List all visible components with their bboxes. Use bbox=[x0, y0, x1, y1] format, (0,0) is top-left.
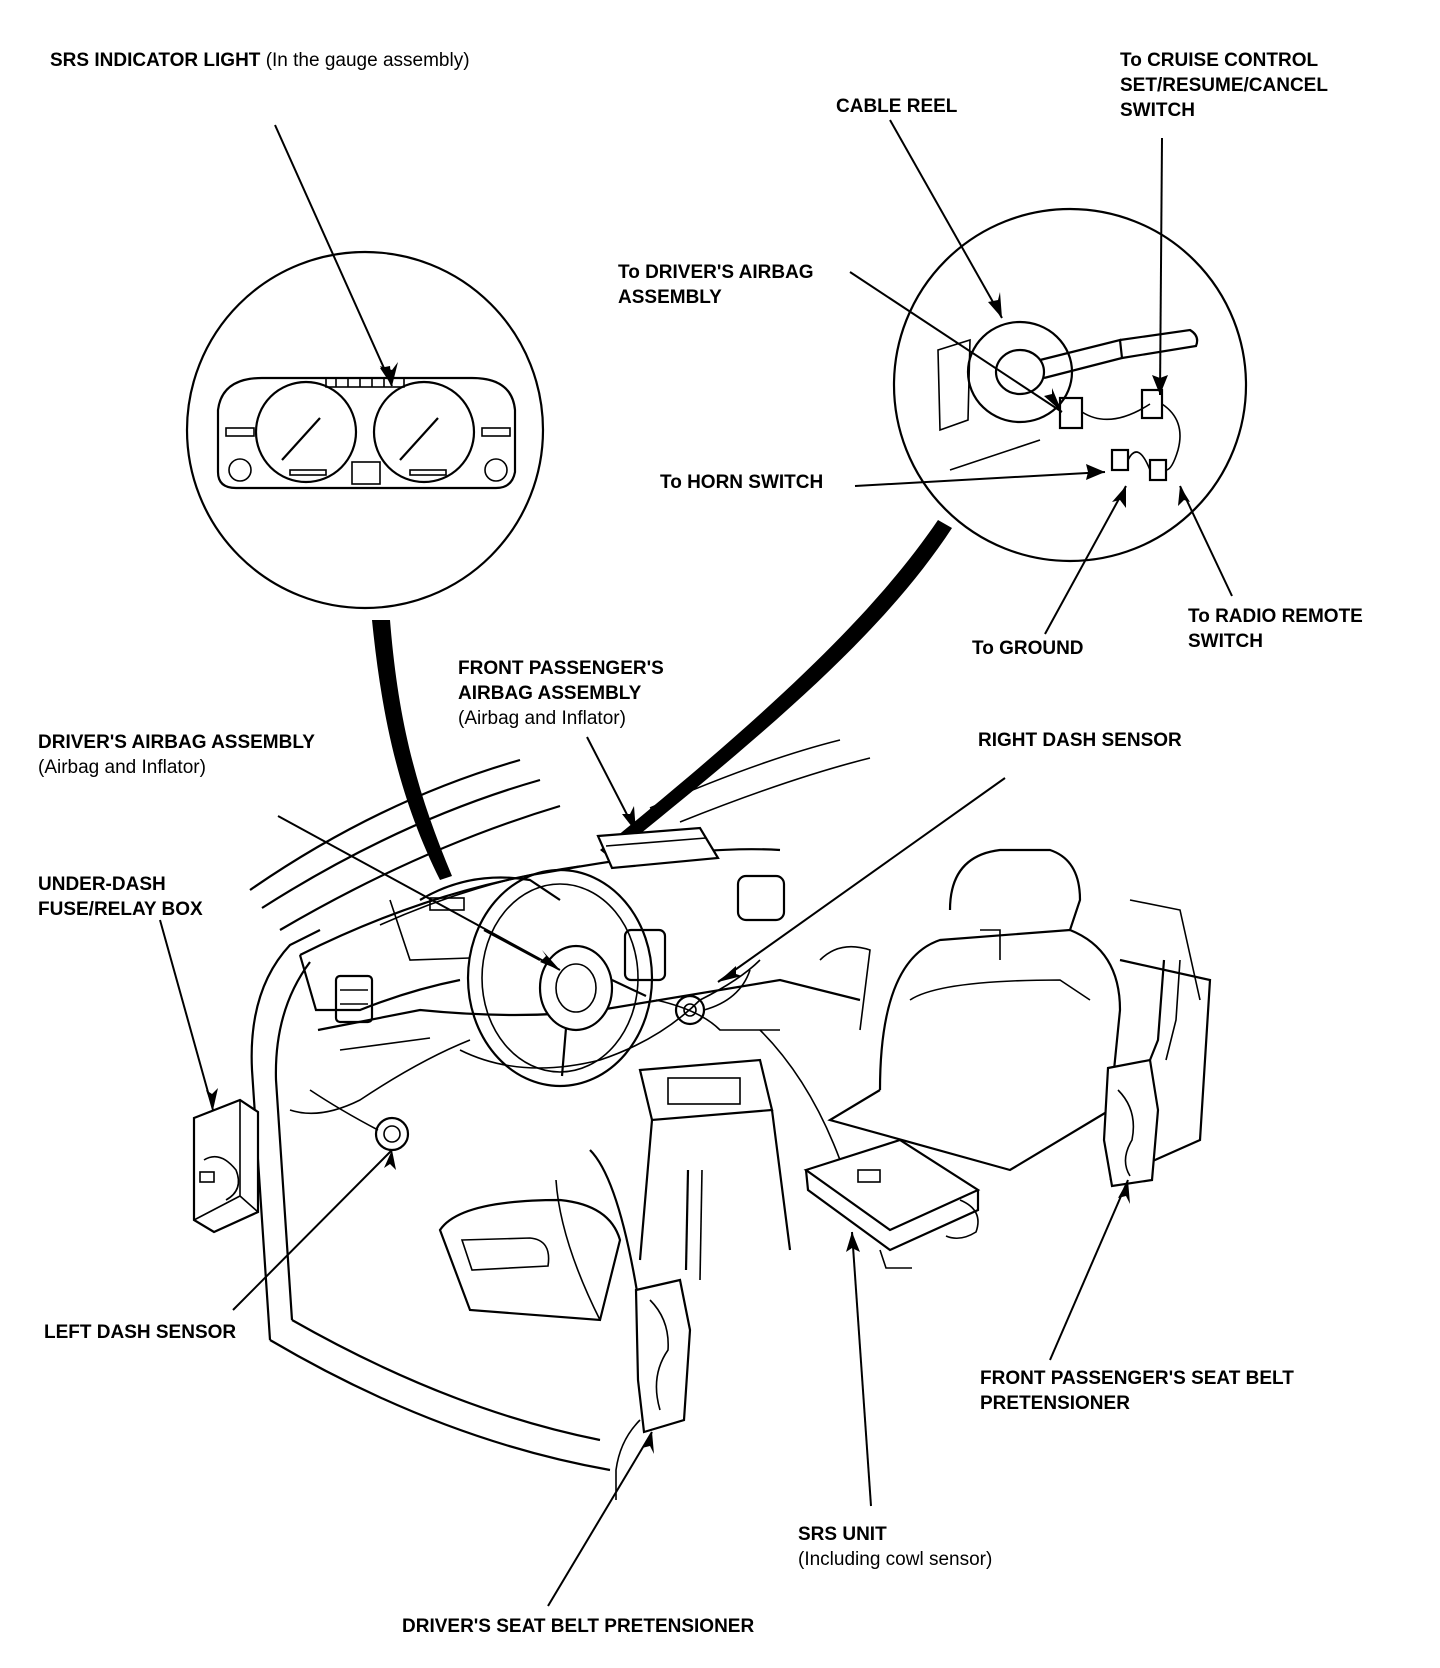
cruise-control-line-2: SET/RESUME/CANCEL bbox=[1120, 75, 1328, 96]
label-driver-airbag: DRIVER'S AIRBAG ASSEMBLY (Airbag and Inf… bbox=[38, 730, 315, 780]
leader-under-dash-fuse bbox=[159, 919, 214, 1111]
to-driver-airbag-line-1: To DRIVER'S AIRBAG bbox=[618, 262, 814, 283]
driver-airbag-line-1: DRIVER'S AIRBAG ASSEMBLY bbox=[38, 732, 315, 753]
label-to-radio-remote: To RADIO REMOTE SWITCH bbox=[1188, 604, 1363, 654]
under-dash-fuse-line-2: FUSE/RELAY BOX bbox=[38, 899, 203, 920]
srs-indicator-title: SRS INDICATOR LIGHT bbox=[50, 50, 261, 71]
front-passenger-pretensioner-line-2: PRETENSIONER bbox=[980, 1393, 1130, 1414]
leader-srs-indicator bbox=[274, 124, 393, 387]
label-driver-pretensioner: DRIVER'S SEAT BELT PRETENSIONER bbox=[402, 1614, 754, 1639]
leader-to-ground bbox=[1044, 485, 1127, 635]
label-left-dash-sensor: LEFT DASH SENSOR bbox=[44, 1320, 236, 1345]
label-under-dash-fuse: UNDER-DASH FUSE/RELAY BOX bbox=[38, 872, 203, 922]
label-right-dash-sensor: RIGHT DASH SENSOR bbox=[978, 728, 1182, 753]
leader-arrowheads bbox=[206, 292, 1190, 1454]
cable-reel-text: CABLE REEL bbox=[836, 96, 958, 117]
label-front-passenger-airbag: FRONT PASSENGER'S AIRBAG ASSEMBLY (Airba… bbox=[458, 656, 664, 731]
leader-to-horn-switch bbox=[854, 471, 1106, 487]
label-to-horn-switch: To HORN SWITCH bbox=[660, 470, 823, 495]
left-dash-sensor-text: LEFT DASH SENSOR bbox=[44, 1322, 237, 1343]
gauge-cluster-illustration bbox=[216, 376, 517, 490]
leader-front-passenger-pretensioner bbox=[1049, 1179, 1129, 1361]
leader-driver-pretensioner bbox=[547, 1431, 653, 1607]
driver-pretensioner-text: DRIVER'S SEAT BELT PRETENSIONER bbox=[402, 1616, 755, 1637]
label-cable-reel: CABLE REEL bbox=[836, 94, 957, 119]
label-srs-indicator-light: SRS INDICATOR LIGHT (In the gauge assemb… bbox=[50, 48, 470, 73]
label-cruise-control: To CRUISE CONTROL SET/RESUME/CANCEL SWIT… bbox=[1120, 48, 1328, 123]
label-srs-unit: SRS UNIT (Including cowl sensor) bbox=[798, 1522, 992, 1572]
front-passenger-pretensioner-line-1: FRONT PASSENGER'S SEAT BELT bbox=[980, 1368, 1294, 1389]
srs-indicator-note: (In the gauge assembly) bbox=[265, 50, 470, 71]
right-dash-sensor-text: RIGHT DASH SENSOR bbox=[978, 730, 1182, 751]
to-radio-remote-line-1: To RADIO REMOTE bbox=[1188, 606, 1363, 627]
vehicle-interior-illustration bbox=[192, 739, 1212, 1500]
leader-right-dash-sensor bbox=[717, 777, 1006, 983]
to-ground-text: To GROUND bbox=[972, 638, 1084, 659]
leader-left-dash-sensor bbox=[232, 1149, 393, 1311]
gauge-assembly-callout bbox=[185, 250, 545, 880]
label-to-ground: To GROUND bbox=[972, 636, 1084, 661]
label-to-driver-airbag: To DRIVER'S AIRBAG ASSEMBLY bbox=[618, 260, 814, 310]
cable-reel-illustration bbox=[937, 320, 1199, 482]
under-dash-fuse-line-1: UNDER-DASH bbox=[38, 874, 166, 895]
srs-unit-note: (Including cowl sensor) bbox=[798, 1549, 993, 1570]
label-front-passenger-pretensioner: FRONT PASSENGER'S SEAT BELT PRETENSIONER bbox=[980, 1366, 1294, 1416]
leader-to-driver-airbag bbox=[849, 271, 1063, 413]
driver-airbag-note: (Airbag and Inflator) bbox=[38, 757, 206, 778]
to-radio-remote-line-2: SWITCH bbox=[1188, 631, 1263, 652]
front-passenger-airbag-note: (Airbag and Inflator) bbox=[458, 708, 626, 729]
srs-unit-line-1: SRS UNIT bbox=[798, 1524, 887, 1545]
to-driver-airbag-line-2: ASSEMBLY bbox=[618, 287, 722, 308]
front-passenger-airbag-line-1: FRONT PASSENGER'S bbox=[458, 658, 664, 679]
leader-cruise-control bbox=[1159, 137, 1163, 396]
cruise-control-line-1: To CRUISE CONTROL bbox=[1120, 50, 1319, 71]
leader-cable-reel bbox=[889, 119, 1003, 319]
leader-srs-unit bbox=[851, 1231, 872, 1507]
to-horn-switch-text: To HORN SWITCH bbox=[660, 472, 824, 493]
front-passenger-airbag-line-2: AIRBAG ASSEMBLY bbox=[458, 683, 642, 704]
leader-driver-airbag bbox=[277, 815, 561, 971]
leader-to-radio-remote bbox=[1179, 485, 1233, 597]
cruise-control-line-3: SWITCH bbox=[1120, 100, 1195, 121]
